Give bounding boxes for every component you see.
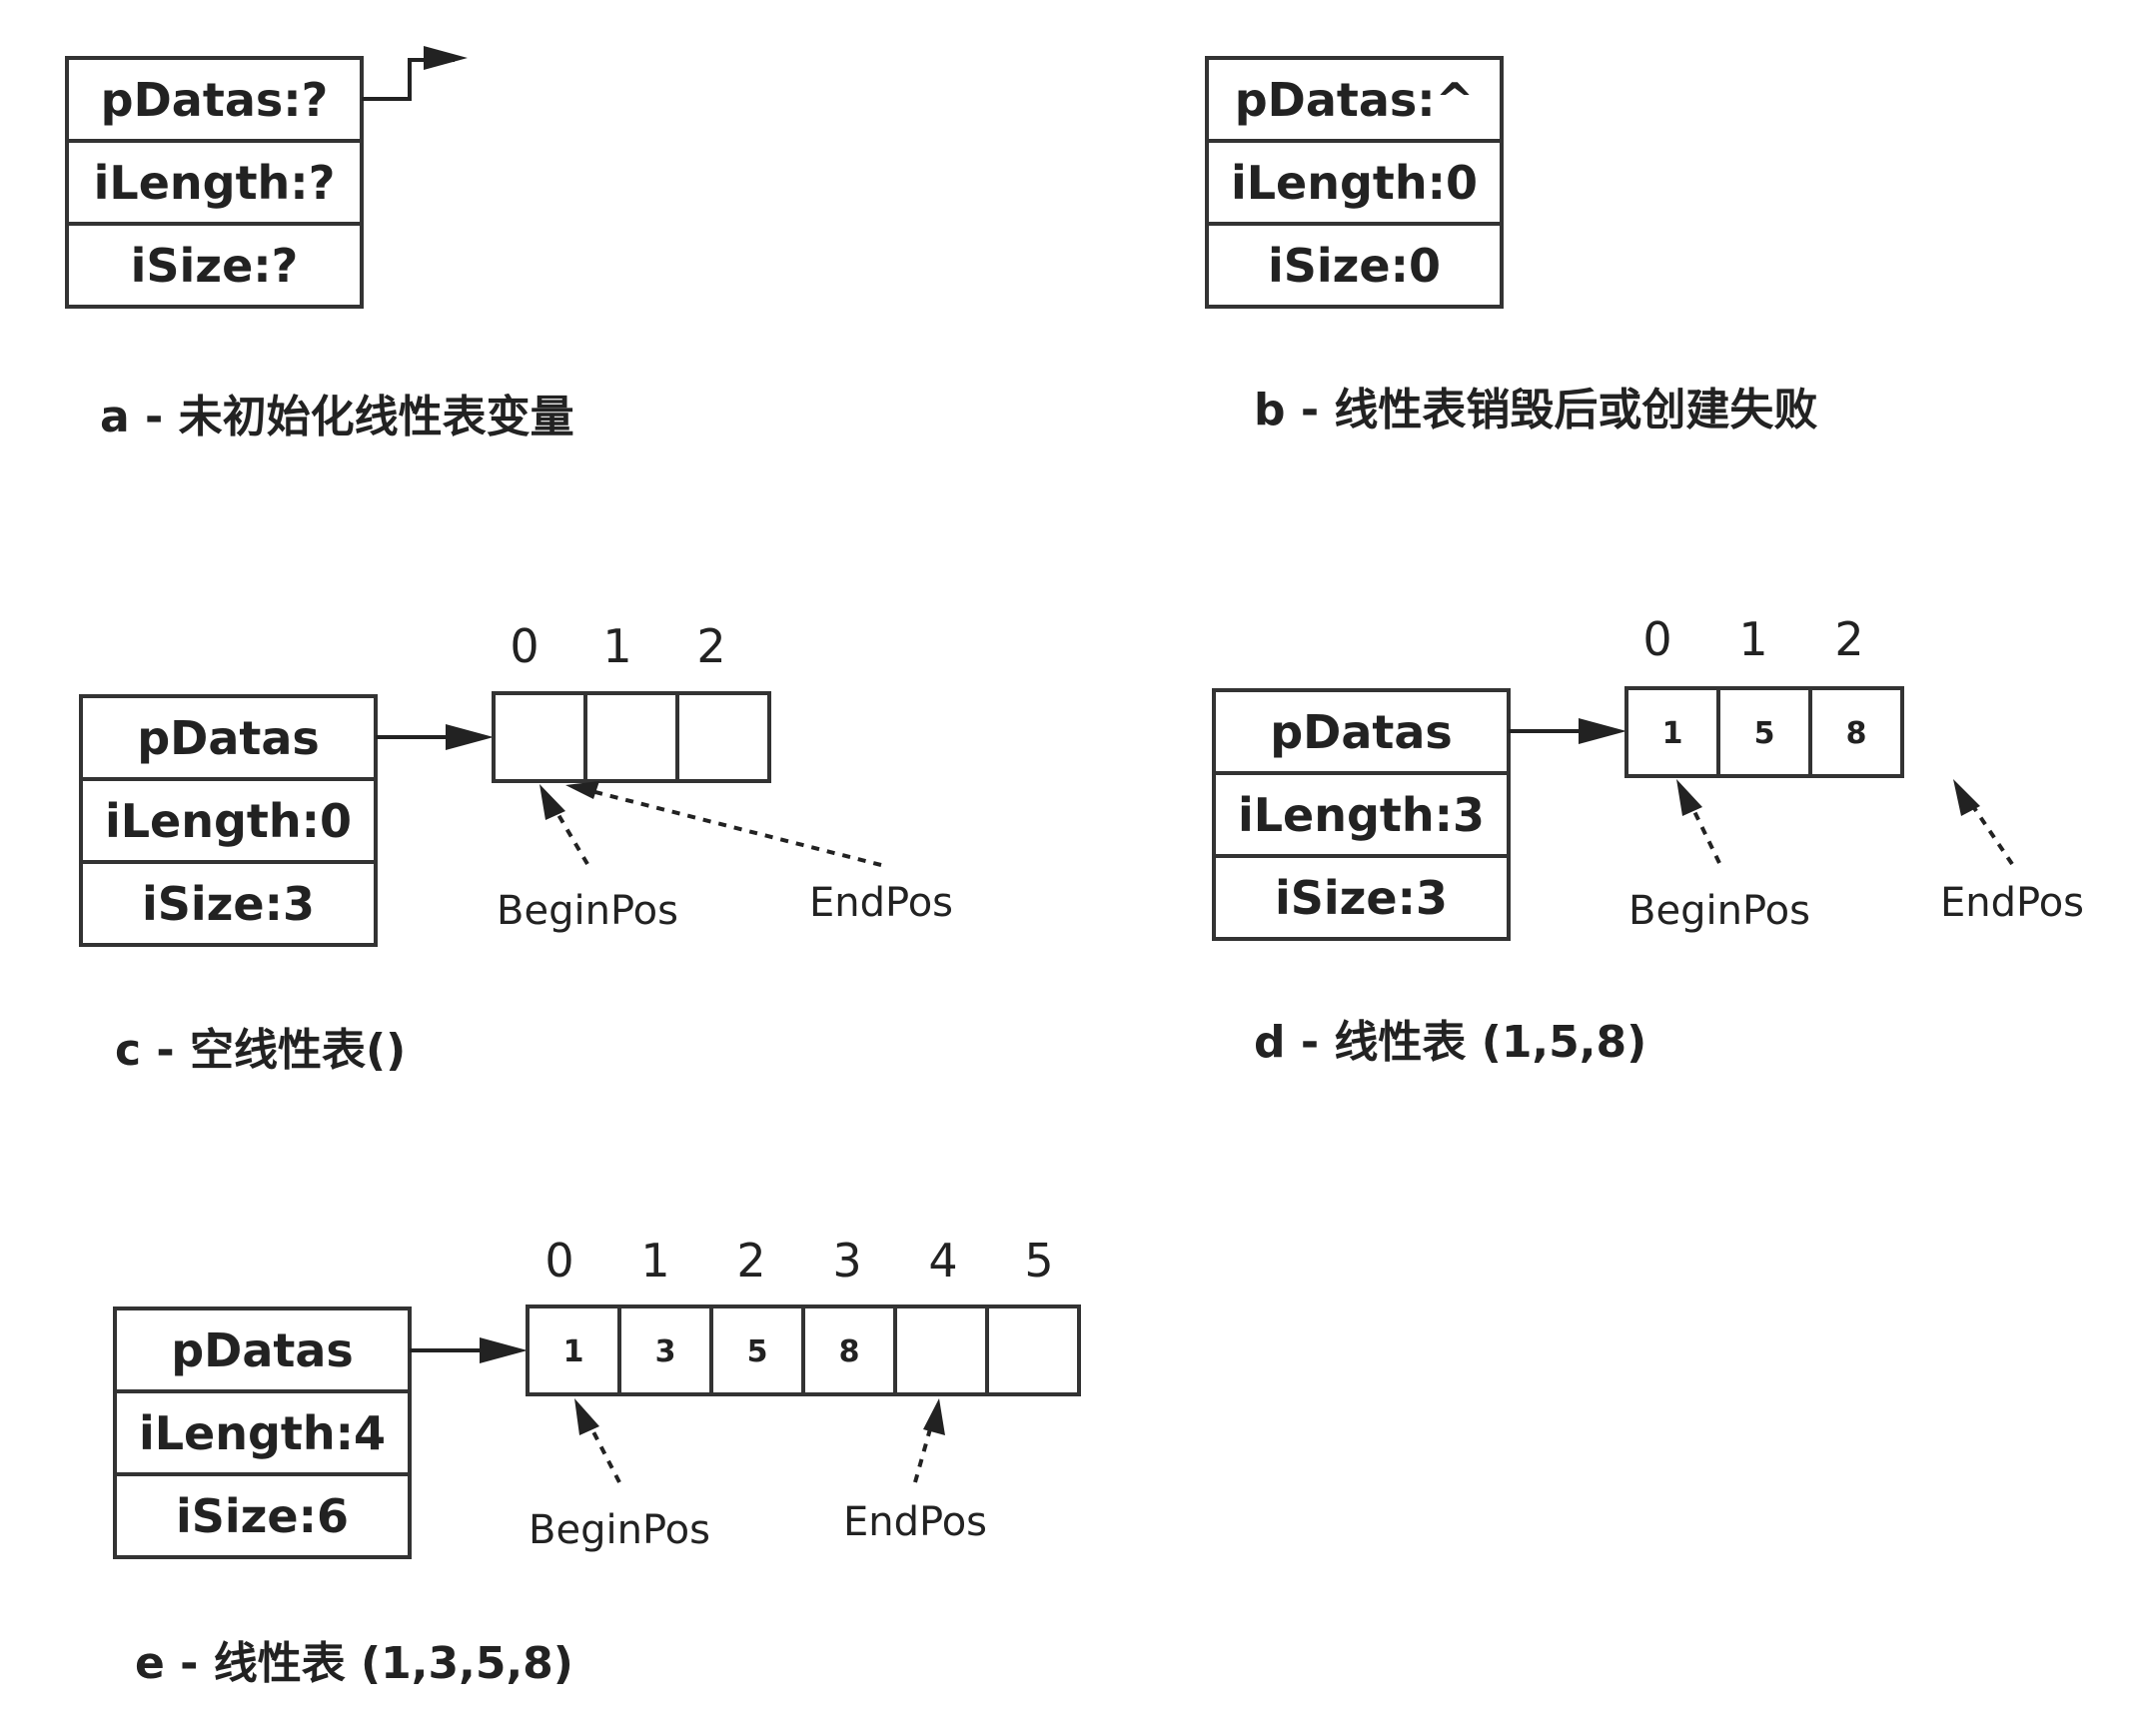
field-pdatas: pDatas [171, 1323, 354, 1377]
struct-box-d: pDatas iLength:3 iSize:3 [1212, 688, 1511, 941]
caption-a: a - 未初始化线性表变量 [100, 392, 574, 442]
array-cell [675, 691, 771, 783]
end-pointer-arrowhead [1953, 779, 1980, 816]
array-cell [617, 1304, 713, 1396]
diagram-a: pDatas:? iLength:? iSize:? a - 未初始化线性表变量 [65, 46, 574, 442]
array-index: 0 [544, 1234, 573, 1288]
struct-box-b: pDatas:^ iLength:0 iSize:0 [1205, 56, 1504, 309]
array-cell [893, 1304, 989, 1396]
array-cell [583, 691, 679, 783]
field-isize: iSize:0 [1268, 239, 1441, 293]
field-ilength: iLength:3 [1238, 788, 1485, 842]
array-cell [1624, 686, 1720, 778]
array-cell-value: 8 [1846, 716, 1867, 751]
pdatas-pointer-arrowhead [480, 1337, 528, 1363]
caption-b: b - 线性表销毁后或创建失败 [1254, 385, 1817, 435]
field-ilength: iLength:4 [139, 1406, 386, 1460]
field-pdatas: pDatas:? [101, 73, 329, 127]
array-index: 2 [736, 1234, 765, 1288]
field-ilength: iLength:0 [105, 794, 352, 848]
begin-pointer-arrowhead [1676, 779, 1702, 816]
field-pdatas-box [113, 1306, 412, 1393]
field-isize-box [1212, 854, 1511, 941]
array-c: 0 1 2 [492, 619, 771, 783]
begin-pointer-line [1686, 798, 1721, 864]
array-cell-value: 1 [1662, 716, 1683, 751]
field-ilength-box [1212, 771, 1511, 858]
field-isize-box [65, 222, 364, 309]
array-d: 1 5 8 0 1 2 [1624, 612, 1904, 778]
array-cell-value: 8 [839, 1334, 860, 1369]
array-cell-value: 5 [747, 1334, 768, 1369]
array-cell [709, 1304, 805, 1396]
array-index: 0 [1642, 612, 1671, 666]
field-pdatas: pDatas [1270, 705, 1453, 759]
begin-pos-label: BeginPos [497, 888, 678, 934]
pdatas-pointer-arrowhead [1579, 718, 1626, 744]
end-pointer-arrowhead [923, 1398, 945, 1435]
field-pdatas-box [65, 56, 364, 143]
field-ilength: iLength:0 [1231, 156, 1478, 210]
array-e: 1 3 5 8 0 1 2 3 4 5 [526, 1234, 1081, 1396]
field-pdatas: pDatas:^ [1235, 73, 1475, 127]
pdatas-pointer-arrowhead [446, 724, 494, 750]
array-index: 2 [1834, 612, 1863, 666]
struct-box-a: pDatas:? iLength:? iSize:? [65, 56, 364, 309]
begin-pointer-arrowhead [574, 1398, 599, 1435]
field-pdatas-box [1205, 56, 1504, 143]
array-index: 3 [832, 1234, 861, 1288]
field-ilength-box [65, 139, 364, 226]
diagram-e: pDatas iLength:4 iSize:6 1 3 5 8 0 1 2 3… [113, 1234, 1081, 1689]
caption-d: d - 线性表 (1,5,8) [1254, 1017, 1646, 1068]
field-ilength-box [113, 1389, 412, 1476]
dangling-pointer-line [362, 58, 455, 101]
array-index: 1 [602, 619, 631, 673]
array-cell [492, 691, 587, 783]
array-cell [1716, 686, 1812, 778]
array-cell [526, 1304, 621, 1396]
end-pointer-line [1966, 797, 2014, 866]
field-ilength: iLength:? [94, 156, 336, 210]
field-ilength-box [79, 777, 378, 864]
begin-pointer-line [584, 1417, 621, 1483]
end-pos-label: EndPos [1940, 880, 2084, 926]
diagram-d: pDatas iLength:3 iSize:3 1 5 8 0 1 2 Beg… [1212, 612, 2084, 1068]
field-pdatas: pDatas [137, 711, 320, 765]
field-isize: iSize:3 [1275, 871, 1448, 925]
field-isize: iSize:? [131, 239, 299, 293]
array-cell-value: 1 [563, 1334, 584, 1369]
array-index: 5 [1024, 1234, 1053, 1288]
begin-pointer-line [549, 801, 589, 866]
end-pos-label: EndPos [843, 1499, 987, 1545]
diagram-c: pDatas iLength:0 iSize:3 0 1 2 BeginPos … [79, 619, 953, 1076]
begin-pos-label: BeginPos [1628, 888, 1810, 934]
field-isize: iSize:6 [176, 1489, 349, 1543]
end-pos-label: EndPos [809, 880, 953, 926]
array-index: 0 [510, 619, 539, 673]
field-isize-box [79, 860, 378, 947]
caption-e: e - 线性表 (1,3,5,8) [135, 1638, 573, 1689]
begin-pointer-arrowhead [539, 784, 565, 820]
struct-box-c: pDatas iLength:0 iSize:3 [79, 694, 378, 947]
struct-box-e: pDatas iLength:4 iSize:6 [113, 1306, 412, 1559]
dangling-pointer-arrowhead [424, 46, 468, 70]
field-isize-box [113, 1472, 412, 1559]
array-cell [985, 1304, 1081, 1396]
array-index: 1 [1738, 612, 1767, 666]
array-cell-value: 5 [1754, 716, 1775, 751]
array-cell-value: 3 [655, 1334, 676, 1369]
field-isize-box [1205, 222, 1504, 309]
array-index: 2 [696, 619, 725, 673]
end-pointer-arrowhead [565, 781, 599, 799]
array-cell [1808, 686, 1904, 778]
field-isize: iSize:3 [142, 877, 315, 931]
diagram-b: pDatas:^ iLength:0 iSize:0 b - 线性表销毁后或创建… [1205, 56, 1817, 435]
end-pointer-line [582, 787, 882, 867]
begin-pos-label: BeginPos [529, 1507, 710, 1553]
caption-c: c - 空线性表() [115, 1025, 406, 1076]
array-index: 1 [640, 1234, 669, 1288]
array-index: 4 [928, 1234, 957, 1288]
